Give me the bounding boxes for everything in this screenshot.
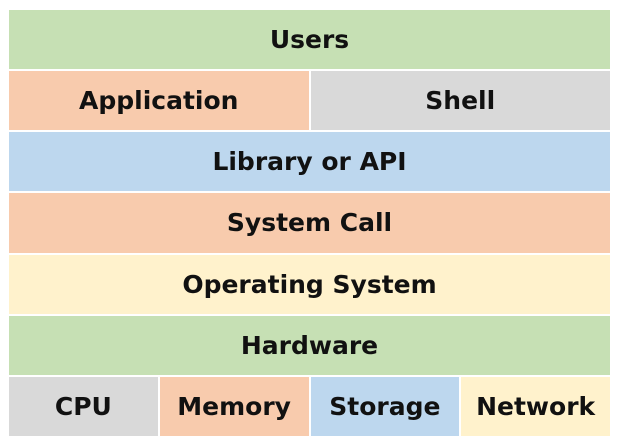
users-layer: Users xyxy=(9,10,610,72)
hardware-components-layer: CPU Memory Storage Network xyxy=(9,376,610,436)
network-label: Network xyxy=(476,391,596,421)
storage-label: Storage xyxy=(329,391,441,421)
hardware-label: Hardware xyxy=(240,330,379,360)
operating-system-layer: Operating System xyxy=(9,254,610,316)
memory-box: Memory xyxy=(159,376,311,436)
cpu-label: CPU xyxy=(54,391,112,421)
users-box: Users xyxy=(9,10,610,70)
application-box: Application xyxy=(9,71,311,131)
system-call-layer: System Call xyxy=(9,193,610,255)
shell-label: Shell xyxy=(425,86,496,116)
shell-box: Shell xyxy=(310,71,610,131)
system-call-label: System Call xyxy=(226,208,393,238)
application-label: Application xyxy=(79,86,239,116)
hardware-box: Hardware xyxy=(9,315,610,375)
hardware-layer: Hardware xyxy=(9,315,610,377)
library-box: Library or API xyxy=(9,132,610,192)
operating-system-label: Operating System xyxy=(182,269,437,299)
network-box: Network xyxy=(461,376,610,436)
cpu-box: CPU xyxy=(9,376,160,436)
system-call-box: System Call xyxy=(9,193,610,253)
os-layer-diagram: Users Application Shell Library or API S… xyxy=(8,9,611,437)
operating-system-box: Operating System xyxy=(9,254,610,314)
memory-label: Memory xyxy=(177,391,291,421)
library-label: Library or API xyxy=(212,147,407,177)
storage-box: Storage xyxy=(310,376,462,436)
application-shell-layer: Application Shell xyxy=(9,71,610,133)
library-layer: Library or API xyxy=(9,132,610,194)
users-label: Users xyxy=(269,25,350,55)
